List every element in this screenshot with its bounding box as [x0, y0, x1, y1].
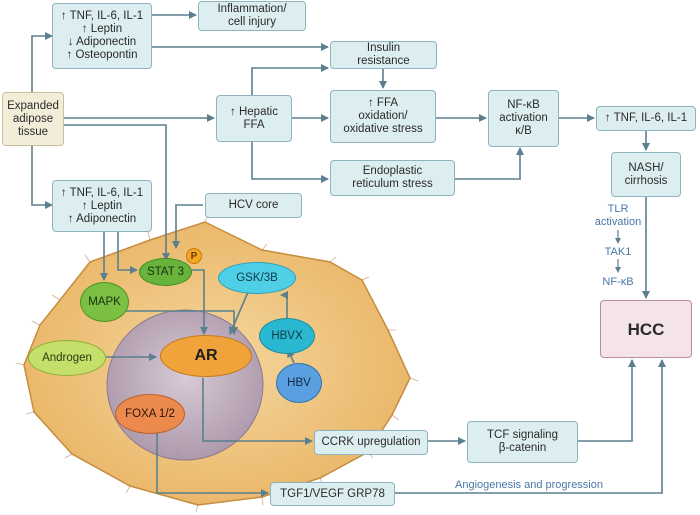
- gsk3b-node: GSK/3B: [218, 262, 296, 294]
- nfkb-label: NF-κB: [602, 276, 634, 288]
- inflammation-box: Inflammation/ cell injury: [198, 1, 306, 31]
- nfkb-activation-box: NF-κB activation κ/B: [488, 90, 559, 147]
- insulin-resistance-box: Insulin resistance: [330, 41, 437, 69]
- stat3-node: STAT 3: [139, 258, 192, 286]
- ccrk-upregulation-box: CCRK upregulation: [314, 430, 428, 455]
- top-cytokines-box: ↑ TNF, IL-6, IL-1 ↑ Leptin ↓ Adiponectin…: [52, 3, 152, 69]
- tgf-vegf-box: TGF1/VEGF GRP78: [270, 482, 395, 506]
- adipose-tissue-box: Expanded adipose tissue: [2, 92, 64, 146]
- angiogenesis-label: Angiogenesis and progression: [455, 479, 603, 491]
- androgen-node: Androgen: [28, 340, 106, 376]
- foxa-node: FOXA 1/2: [115, 394, 185, 434]
- tak1-label: TAK1: [604, 246, 632, 258]
- ar-node: AR: [160, 335, 252, 377]
- mid-cytokines-box: ↑ TNF, IL-6, IL-1 ↑ Leptin ↑ Adiponectin: [52, 180, 152, 232]
- tcf-signaling-box: TCF signaling β-catenin: [467, 421, 578, 463]
- hbvx-node: HBVX: [259, 318, 315, 354]
- ffa-oxidation-box: ↑ FFA oxidation/ oxidative stress: [330, 90, 436, 143]
- hcv-core-box: HCV core: [205, 193, 302, 218]
- er-stress-box: Endoplastic reticulum stress: [330, 160, 455, 196]
- hcc-box: HCC: [600, 300, 692, 358]
- mapk-node: MAPK: [80, 282, 129, 322]
- tnf-right-box: ↑ TNF, IL-6, IL-1: [596, 106, 696, 131]
- phosphorylation-badge: P: [186, 248, 202, 264]
- tlr-activation-label: TLR activation: [594, 203, 642, 228]
- nash-cirrhosis-box: NASH/ cirrhosis: [611, 152, 681, 197]
- hbv-node: HBV: [276, 363, 322, 403]
- hepatic-ffa-box: ↑ Hepatic FFA: [216, 95, 292, 142]
- nucleus: [106, 309, 264, 461]
